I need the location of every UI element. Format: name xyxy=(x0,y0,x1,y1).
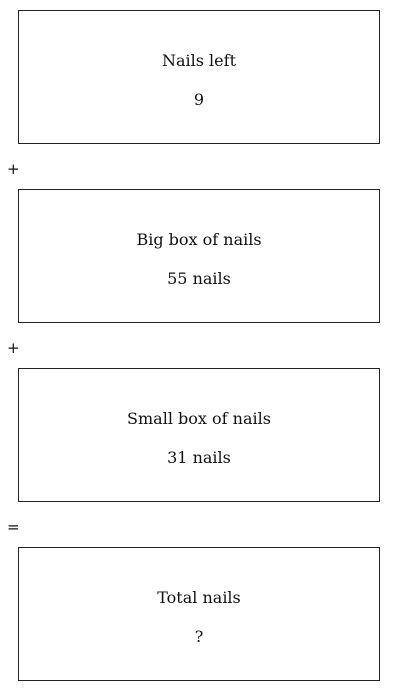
nails-left-box: Nails left 9 xyxy=(18,10,380,144)
small-box-of-nails-box: Small box of nails 31 nails xyxy=(18,368,380,502)
nails-left-value: 9 xyxy=(193,90,205,109)
big-box-of-nails-box: Big box of nails 55 nails xyxy=(18,189,380,323)
plus-operator: + xyxy=(7,160,20,178)
total-nails-value: ? xyxy=(194,627,204,646)
big-box-label: Big box of nails xyxy=(136,230,262,249)
big-box-value: 55 nails xyxy=(167,269,231,288)
nails-left-label: Nails left xyxy=(161,51,236,70)
equals-operator: = xyxy=(7,518,20,536)
total-nails-box: Total nails ? xyxy=(18,547,380,681)
plus-operator: + xyxy=(7,339,20,357)
total-nails-label: Total nails xyxy=(157,588,241,607)
small-box-value: 31 nails xyxy=(167,448,231,467)
small-box-label: Small box of nails xyxy=(127,409,271,428)
